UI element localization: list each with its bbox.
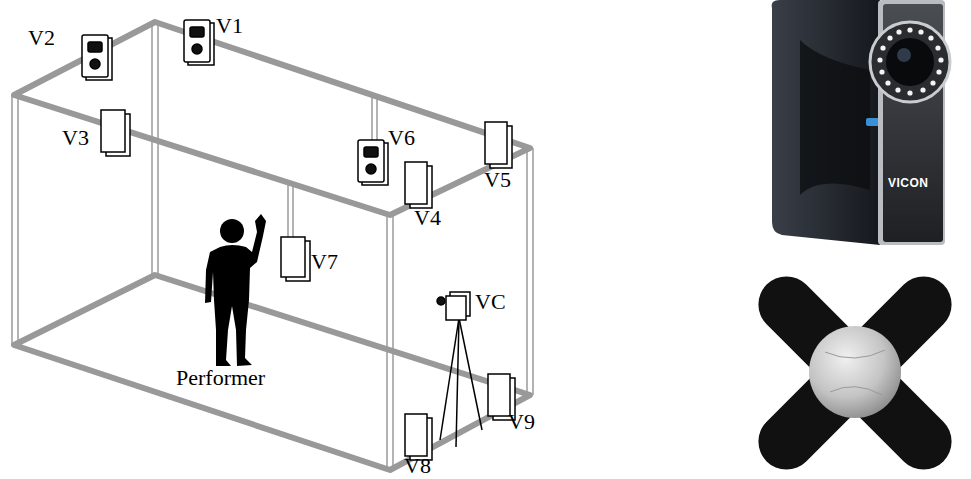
room-frame — [14, 22, 530, 470]
camera-label: V4 — [414, 206, 441, 230]
marker-photo — [747, 265, 963, 479]
camera-label: V5 — [484, 168, 511, 192]
performer-label: Performer — [176, 366, 265, 390]
camera-label: V1 — [216, 14, 243, 38]
camera-label: V9 — [508, 410, 535, 434]
camera-icons-dark — [82, 20, 388, 185]
camera-label: VC — [475, 290, 506, 314]
performer-silhouette — [205, 214, 266, 366]
brand-text: VICON — [888, 176, 929, 190]
camera-label: V3 — [62, 126, 89, 150]
camera-label: V8 — [404, 454, 431, 478]
camera-icons-white — [101, 110, 515, 460]
camera-label: V6 — [388, 126, 415, 150]
camera-label: V7 — [311, 250, 338, 274]
camera-label: V2 — [28, 26, 55, 50]
vicon-camera-photo — [772, 0, 950, 245]
room-pillars — [12, 22, 533, 470]
tripod-camera — [437, 292, 482, 447]
